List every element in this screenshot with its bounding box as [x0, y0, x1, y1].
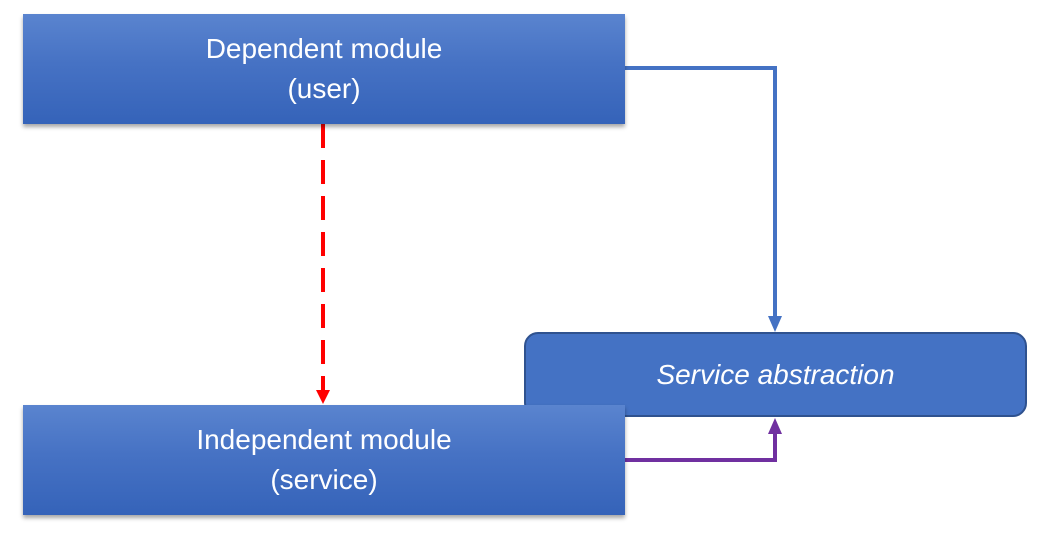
dependent-module-subtitle: (user) [287, 73, 361, 104]
independent-module-subtitle: (service) [270, 464, 378, 495]
service-abstraction-label: Service abstraction [656, 358, 895, 390]
direct-dependency-arrowhead [316, 390, 330, 404]
direct-dependency-arrow [316, 124, 330, 404]
independent-module-title: Independent module [196, 424, 452, 455]
service-abstraction-box: Service abstraction [524, 332, 1027, 417]
implements-abstraction-arrowhead [768, 418, 782, 434]
dependent-module-box: Dependent module (user) [23, 14, 625, 124]
implements-abstraction-arrow [625, 418, 782, 462]
dependent-module-title: Dependent module [205, 33, 443, 64]
uses-abstraction-arrow [625, 66, 782, 332]
independent-module-box: Independent module (service) [23, 405, 625, 515]
uses-abstraction-arrowhead [768, 316, 782, 332]
